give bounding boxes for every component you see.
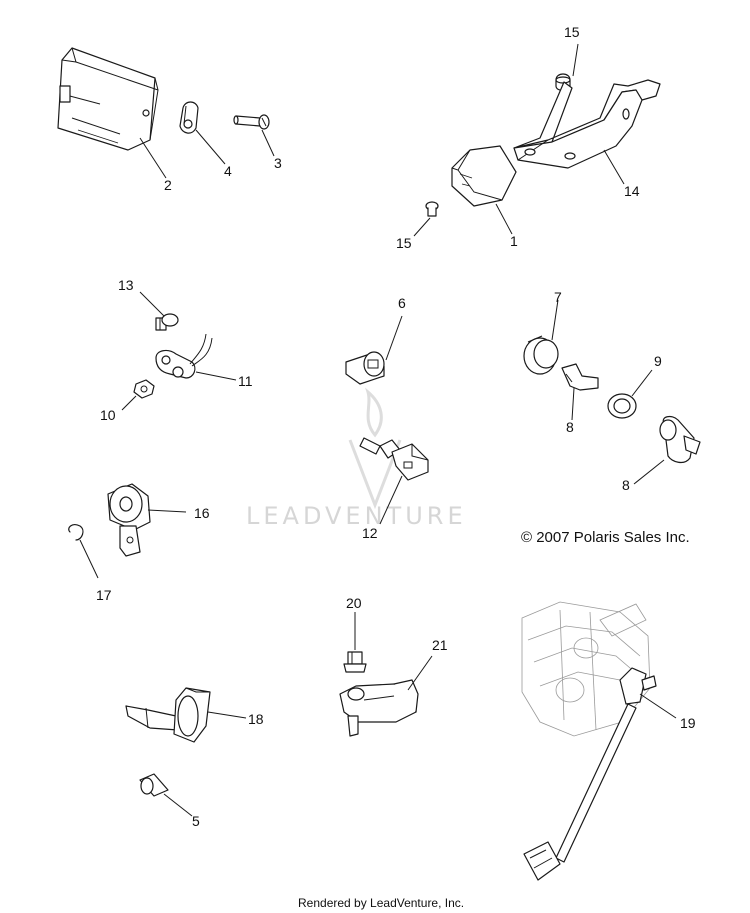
leader-19 bbox=[639, 693, 677, 719]
part-21-map-sensor[interactable] bbox=[339, 679, 419, 737]
part-14-bracket[interactable] bbox=[513, 79, 661, 169]
part-18-sensor[interactable] bbox=[125, 687, 211, 743]
part-15-bolt-lower[interactable] bbox=[425, 201, 439, 217]
part-7-grommet[interactable] bbox=[523, 335, 559, 375]
leader-18 bbox=[207, 711, 247, 719]
part-10-nut[interactable] bbox=[133, 379, 155, 399]
callout-8-lower: 8 bbox=[622, 477, 630, 493]
callout-8-upper: 8 bbox=[566, 419, 574, 435]
part-8-switch[interactable] bbox=[659, 415, 701, 464]
part-2-control-module[interactable] bbox=[57, 47, 159, 151]
callout-3: 3 bbox=[274, 155, 282, 171]
leader-8-lower bbox=[633, 459, 665, 485]
leader-9 bbox=[631, 369, 653, 397]
callout-21: 21 bbox=[432, 637, 448, 653]
leader-21 bbox=[407, 655, 433, 691]
leader-12 bbox=[379, 475, 403, 525]
part-19-sensor[interactable] bbox=[523, 667, 657, 881]
part-12-temp-sensor[interactable] bbox=[359, 437, 429, 481]
callout-16: 16 bbox=[194, 505, 210, 521]
leader-15-top bbox=[572, 43, 579, 77]
part-8-clip[interactable] bbox=[561, 363, 599, 391]
leader-16 bbox=[147, 509, 187, 513]
callout-15-top: 15 bbox=[564, 24, 580, 40]
callout-14: 14 bbox=[624, 183, 640, 199]
callout-6: 6 bbox=[398, 295, 406, 311]
callout-9: 9 bbox=[654, 353, 662, 369]
part-4-clip[interactable] bbox=[179, 101, 199, 134]
callout-19: 19 bbox=[680, 715, 696, 731]
callout-2: 2 bbox=[164, 177, 172, 193]
footer-text: Rendered by LeadVenture, Inc. bbox=[298, 896, 464, 910]
callout-10: 10 bbox=[100, 407, 116, 423]
callout-20: 20 bbox=[346, 595, 362, 611]
leader-6 bbox=[385, 315, 403, 361]
watermark-text: LEADVENTURE bbox=[246, 502, 467, 530]
part-1-module[interactable] bbox=[451, 145, 517, 207]
leader-10 bbox=[121, 395, 137, 411]
part-3-screw[interactable] bbox=[233, 114, 270, 130]
watermark-logo bbox=[348, 387, 402, 510]
part-9-ring[interactable] bbox=[607, 393, 637, 419]
leader-4 bbox=[195, 129, 226, 165]
part-20-bolt[interactable] bbox=[343, 651, 367, 673]
callout-5: 5 bbox=[192, 813, 200, 829]
leader-17 bbox=[79, 539, 99, 579]
leader-15-lower bbox=[413, 217, 431, 237]
leader-7 bbox=[551, 299, 559, 341]
leader-14 bbox=[603, 149, 625, 185]
part-17-clip-ring[interactable] bbox=[68, 524, 84, 541]
leader-8-upper bbox=[571, 387, 575, 421]
callout-7: 7 bbox=[554, 289, 562, 305]
callout-17: 17 bbox=[96, 587, 112, 603]
engine-outline bbox=[521, 601, 651, 737]
callout-13: 13 bbox=[118, 277, 134, 293]
part-6-plug[interactable] bbox=[345, 351, 385, 385]
leader-3 bbox=[261, 129, 275, 157]
part-13-bolt[interactable] bbox=[155, 313, 179, 331]
leader-2 bbox=[139, 137, 167, 179]
callout-11: 11 bbox=[238, 373, 253, 389]
callout-1: 1 bbox=[510, 233, 518, 249]
leader-11 bbox=[195, 371, 237, 381]
copyright-text: © 2007 Polaris Sales Inc. bbox=[521, 529, 690, 546]
leader-13 bbox=[139, 291, 165, 317]
callout-4: 4 bbox=[224, 163, 232, 179]
callout-18: 18 bbox=[248, 711, 264, 727]
callout-12: 12 bbox=[362, 525, 378, 541]
callout-15-lower: 15 bbox=[396, 235, 412, 251]
part-11-sensor[interactable] bbox=[155, 333, 213, 379]
part-5-pin[interactable] bbox=[139, 773, 169, 797]
leader-5 bbox=[163, 793, 193, 817]
leader-1 bbox=[495, 203, 513, 235]
part-16-knock-sensor[interactable] bbox=[107, 483, 151, 557]
